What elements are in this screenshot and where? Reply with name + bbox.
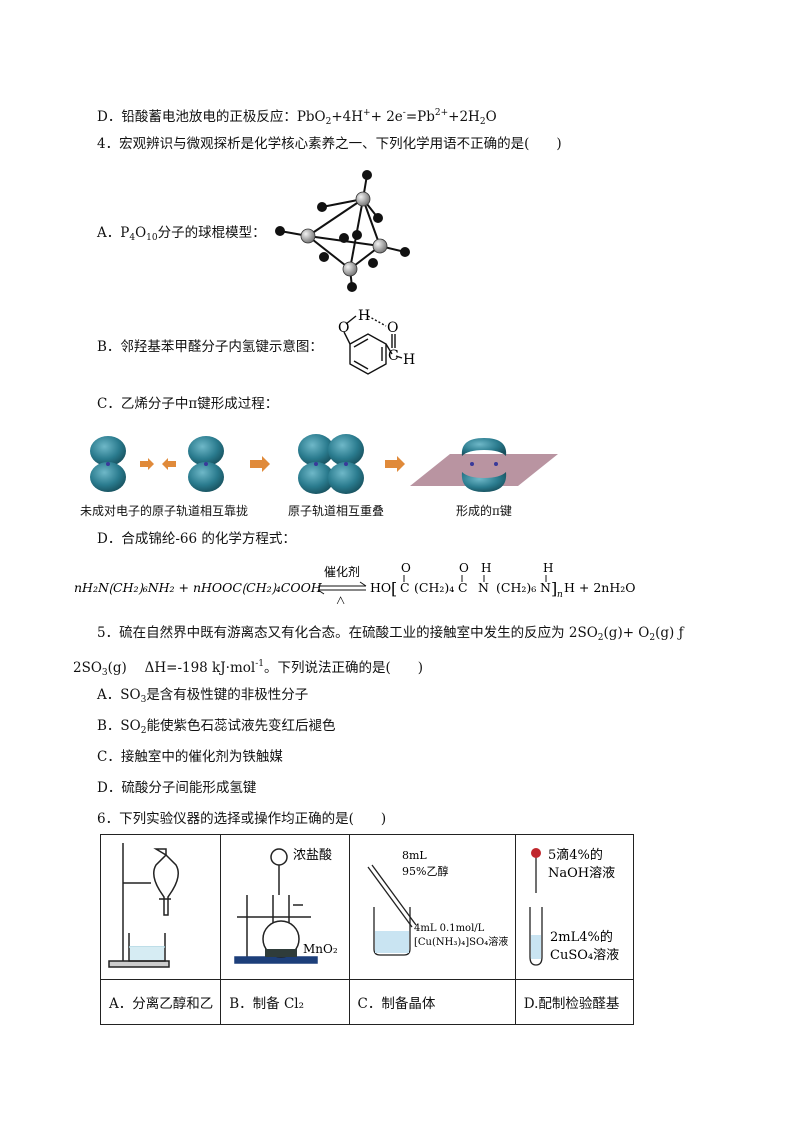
hydroxyl-o: O	[338, 320, 349, 336]
apparatus-a-cell	[99, 834, 222, 980]
q5-option-a: A．SO3是含有极性键的非极性分子	[97, 687, 309, 705]
equation-n-subscript: n	[557, 590, 563, 600]
apparatus-a-label: A．分离乙醇和乙	[99, 979, 222, 1025]
cl2-generator-icon: 浓盐酸 MnO₂	[234, 848, 338, 964]
hydroxyl-h: H	[358, 308, 370, 324]
apparatus-d-label: D.配制检验醛基	[514, 979, 635, 1025]
aldehyde-h: H	[403, 352, 415, 368]
q4-option-a: A．P4O10分子的球棍模型：	[97, 225, 266, 243]
equation-c1: C	[400, 580, 410, 595]
q5-option-b: B．SO2能使紫色石蕊试液先变红后褪色	[97, 718, 336, 736]
equation-h1: H	[481, 561, 491, 575]
equation-n2: N	[540, 580, 551, 595]
equation-h2: H	[543, 561, 553, 575]
apparatus-c-label: C．制备晶体	[348, 979, 516, 1025]
reagent-naoh: NaOH溶液	[548, 866, 615, 881]
q5-option-d: D．硫酸分子间能形成氢键	[97, 780, 257, 796]
q3-option-d: D．铅酸蓄电池放电的正极反应：PbO2+4H++ 2e-=Pb2++2H2O	[97, 108, 497, 127]
apparatus-b-label: B．制备 Cl₂	[220, 979, 350, 1025]
carbonyl-o: O	[387, 320, 398, 336]
reagent-cu-complex: [Cu(NH₃)₄]SO₄溶液	[414, 935, 508, 948]
apparatus-d-cell: 5滴4%的 NaOH溶液 2mL4%的 CuSO₄溶液	[514, 834, 635, 980]
reagent-cuso4-amount: 2mL4%的	[550, 929, 613, 945]
question-4: 4．宏观辨识与微观探析是化学核心素养之一、下列化学用语不正确的是( )	[97, 136, 562, 152]
equation-bracket-open: [	[391, 579, 397, 598]
crystal-preparation-icon: 8mL 95%乙醇 4mL 0.1mol/L [Cu(NH₃)₄]SO₄溶液	[366, 849, 508, 956]
question-5-line2: 2SO3(g) ΔH=-198 kJ·mol-1。下列说法正确的是( )	[73, 659, 424, 678]
equation-reactants: nH₂N⟮CH₂⟯₆NH₂ + nHOOC⟮CH₂⟯₄COOH	[74, 580, 323, 595]
equation-o2: O	[459, 561, 469, 575]
q4-option-b: B．邻羟基苯甲醛分子内氢键示意图：	[97, 339, 323, 355]
reagent-8ml: 8mL	[402, 849, 427, 862]
equation-o1: O	[401, 561, 411, 575]
pi-bond-formation-diagram	[90, 434, 558, 494]
q4-option-c: C．乙烯分子中π键形成过程：	[97, 396, 279, 412]
equation-ch2-4: (CH₂)₄	[414, 580, 454, 595]
question-5: 5．硫在自然界中既有游离态又有化合态。在硫酸工业的接触室中发生的反应为 2SO2…	[97, 625, 684, 643]
aldehyde-c: C	[388, 348, 399, 364]
equation-ho: HO	[370, 580, 391, 595]
p4o10-ball-stick-model	[275, 170, 410, 292]
equation-bracket-close: ]	[551, 579, 557, 598]
equation-tail: H + 2nH₂O	[564, 580, 635, 595]
reagent-ethanol: 95%乙醇	[402, 864, 448, 878]
reagent-hcl: 浓盐酸	[293, 848, 332, 863]
reagent-naoh-amount: 5滴4%的	[548, 847, 603, 863]
equation-heat: △	[336, 593, 346, 604]
orbital-caption-left: 未成对电子的原子轨道相互靠拢	[80, 504, 249, 518]
apparatus-c-cell: 8mL 95%乙醇 4mL 0.1mol/L [Cu(NH₃)₄]SO₄溶液	[348, 834, 516, 980]
orbital-caption-middle: 原子轨道相互重叠	[288, 504, 385, 518]
reagent-cu-conc: 4mL 0.1mol/L	[414, 923, 485, 934]
nylon-66-equation: nH₂N⟮CH₂⟯₆NH₂ + nHOOC⟮CH₂⟯₄COOH 催化剂 △ HO…	[74, 561, 635, 604]
separatory-funnel-icon	[108, 843, 179, 968]
q4-option-d: D．合成锦纶-66 的化学方程式：	[97, 531, 296, 547]
o-hydroxybenzaldehyde-structure: O H O C H	[338, 308, 415, 375]
reagent-mno2: MnO₂	[303, 942, 338, 956]
apparatus-table: 浓盐酸 MnO₂ 8mL 95%乙醇 4mL 0.1mol/L [Cu(NH₃)…	[99, 834, 635, 1025]
equation-ch2-6: (CH₂)₆	[496, 580, 536, 595]
orbital-caption-right: 形成的π键	[456, 504, 512, 518]
aldehyde-test-reagent-icon: 5滴4%的 NaOH溶液 2mL4%的 CuSO₄溶液	[529, 847, 619, 966]
equation-catalyst: 催化剂	[324, 564, 360, 579]
q5-option-c: C．接触室中的催化剂为铁触媒	[97, 749, 283, 765]
equation-n1: N	[478, 580, 489, 595]
equation-c2: C	[458, 580, 468, 595]
apparatus-b-cell: 浓盐酸 MnO₂	[220, 834, 350, 980]
reagent-cuso4: CuSO₄溶液	[550, 948, 619, 963]
question-6: 6．下列实验仪器的选择或操作均正确的是( )	[97, 811, 387, 827]
